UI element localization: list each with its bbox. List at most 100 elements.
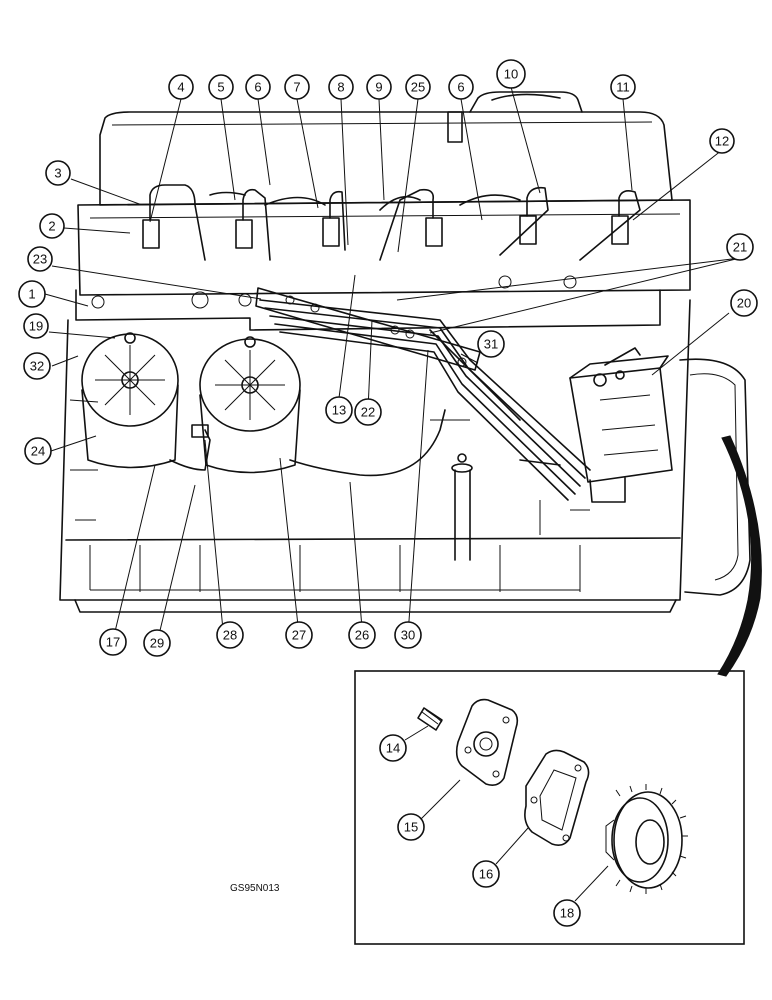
callout-7: 7 — [284, 74, 310, 100]
callout-9: 9 — [366, 74, 392, 100]
callout-label: 25 — [411, 80, 425, 95]
callout-circle — [216, 621, 244, 649]
callout-label: 20 — [737, 296, 751, 311]
callout-5: 5 — [208, 74, 234, 100]
callout-label: 3 — [54, 166, 61, 181]
callout-label: 29 — [150, 636, 164, 651]
callout-3: 3 — [45, 160, 71, 186]
callout-8: 8 — [328, 74, 354, 100]
callout-label: 31 — [484, 337, 498, 352]
callout-14: 14 — [379, 734, 407, 762]
callout-label: 5 — [217, 80, 224, 95]
callout-circle — [354, 398, 382, 426]
callout-circle — [27, 246, 53, 272]
callout-22: 22 — [354, 398, 382, 426]
leader-lines — [44, 86, 741, 902]
callout-label: 28 — [223, 628, 237, 643]
callout-label: 23 — [33, 252, 47, 267]
callout-circle — [285, 621, 313, 649]
callout-label: 9 — [375, 80, 382, 95]
callout-29: 29 — [143, 629, 171, 657]
callout-31: 31 — [477, 330, 505, 358]
inset-detail-box — [354, 435, 762, 945]
callout-circle — [726, 233, 754, 261]
callout-label: 6 — [457, 80, 464, 95]
callout-circle — [168, 74, 194, 100]
callout-label: 21 — [733, 240, 747, 255]
callout-label: 18 — [560, 906, 574, 921]
callout-circle — [143, 629, 171, 657]
callout-label: 24 — [31, 444, 45, 459]
callout-label: 22 — [361, 405, 375, 420]
callout-circle — [405, 74, 431, 100]
callout-15: 15 — [397, 813, 425, 841]
callout-circle — [477, 330, 505, 358]
callout-32: 32 — [23, 352, 51, 380]
inset-parts-illustration — [417, 698, 688, 894]
callout-26: 26 — [348, 621, 376, 649]
callout-label: 26 — [355, 628, 369, 643]
callout-12: 12 — [709, 128, 735, 154]
callout-circle — [496, 59, 526, 89]
callout-circle — [397, 813, 425, 841]
callout-label: 32 — [30, 359, 44, 374]
callout-circle — [23, 352, 51, 380]
callout-18: 18 — [553, 899, 581, 927]
callout-6a: 6 — [245, 74, 271, 100]
callout-circle — [325, 396, 353, 424]
callout-circle — [379, 734, 407, 762]
callout-label: 27 — [292, 628, 306, 643]
callout-circle — [448, 74, 474, 100]
callout-circle — [472, 860, 500, 888]
callout-circle — [99, 628, 127, 656]
callout-circle — [328, 74, 354, 100]
callout-label: 16 — [479, 867, 493, 882]
callout-circle — [709, 128, 735, 154]
callout-label: 2 — [48, 219, 55, 234]
engine-block-illustration — [59, 91, 751, 613]
callout-circle — [348, 621, 376, 649]
callout-4: 4 — [168, 74, 194, 100]
callout-label: 8 — [337, 80, 344, 95]
callout-circle — [553, 899, 581, 927]
callout-30: 30 — [394, 621, 422, 649]
callout-28: 28 — [216, 621, 244, 649]
callout-label: 1 — [28, 287, 35, 302]
callout-11: 11 — [610, 74, 636, 100]
callout-1: 1 — [18, 280, 46, 308]
callout-16: 16 — [472, 860, 500, 888]
callout-circle — [245, 74, 271, 100]
callout-circle — [366, 74, 392, 100]
callout-label: 14 — [386, 741, 400, 756]
callout-19: 19 — [23, 313, 49, 339]
callout-circle — [23, 313, 49, 339]
callout-20: 20 — [730, 289, 758, 317]
callout-21: 21 — [726, 233, 754, 261]
callout-circle — [284, 74, 310, 100]
callout-2: 2 — [39, 213, 65, 239]
callout-25: 25 — [405, 74, 431, 100]
callout-label: 13 — [332, 403, 346, 418]
callout-label: 30 — [401, 628, 415, 643]
callout-10: 10 — [496, 59, 526, 89]
callout-24: 24 — [24, 437, 52, 465]
callout-label: 7 — [293, 80, 300, 95]
callout-label: 11 — [616, 80, 630, 95]
callout-circle — [45, 160, 71, 186]
callout-6b: 6 — [448, 74, 474, 100]
callout-circle — [39, 213, 65, 239]
callout-label: 6 — [254, 80, 261, 95]
callout-circle — [610, 74, 636, 100]
callout-17: 17 — [99, 628, 127, 656]
callout-13: 13 — [325, 396, 353, 424]
callout-circle — [208, 74, 234, 100]
callout-label: 15 — [404, 820, 418, 835]
callout-27: 27 — [285, 621, 313, 649]
callout-circle — [18, 280, 46, 308]
callout-label: 17 — [106, 635, 120, 650]
callout-label: 4 — [177, 80, 184, 95]
callout-23: 23 — [27, 246, 53, 272]
callout-label: 10 — [504, 67, 518, 82]
